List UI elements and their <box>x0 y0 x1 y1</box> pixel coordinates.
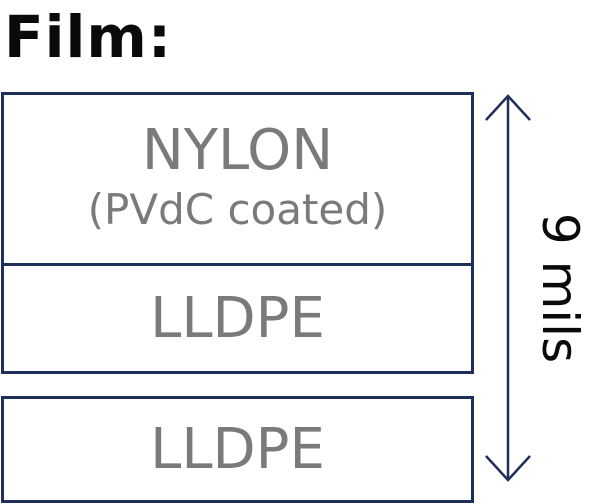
diagram-title: Film: <box>4 3 173 71</box>
layer-coating-note: (PVdC coated) <box>87 185 388 234</box>
film-layer-lldpe-2: LLDPE <box>1 396 474 503</box>
double-arrow-icon <box>485 94 531 482</box>
film-layer-nylon: NYLON (PVdC coated) <box>1 92 474 266</box>
layer-name: NYLON <box>141 118 334 183</box>
film-layer-lldpe-1: LLDPE <box>1 263 474 374</box>
layer-name: LLDPE <box>150 285 325 351</box>
thickness-label: 9 mils <box>531 212 589 364</box>
layer-name: LLDPE <box>150 416 325 482</box>
